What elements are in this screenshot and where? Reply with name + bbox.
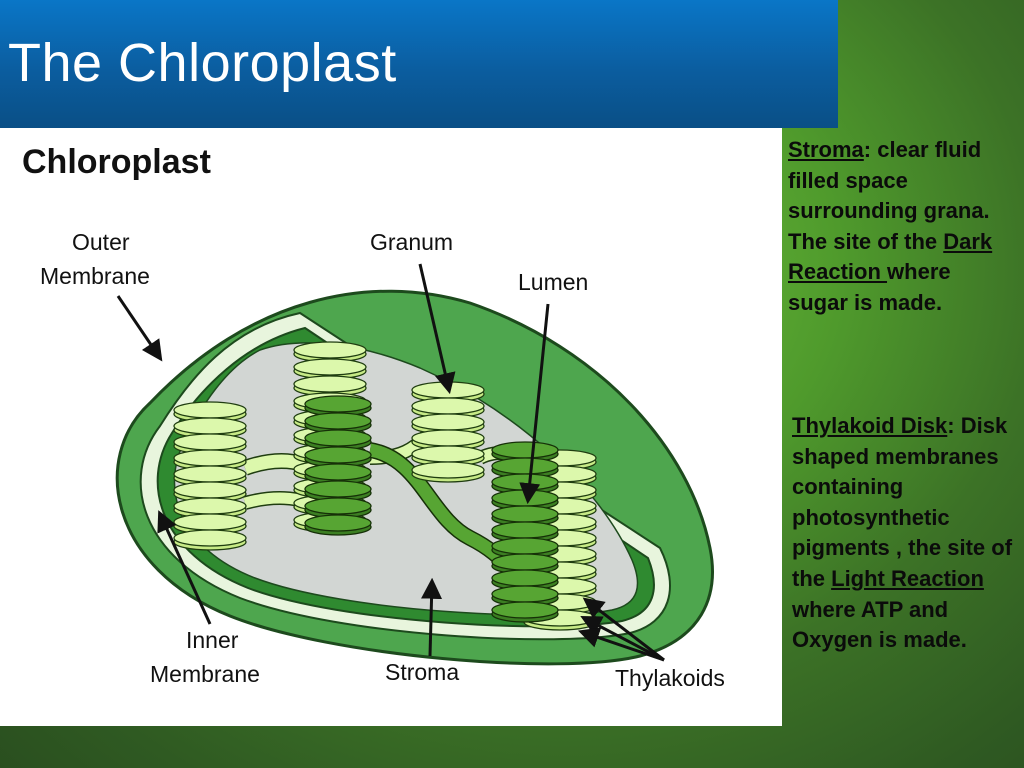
- arrow-granum: [418, 263, 456, 395]
- arrow-outer-membrane: [116, 295, 163, 362]
- label-inner-membrane-2: Membrane: [150, 661, 260, 687]
- granum-left: [173, 401, 247, 551]
- arrow-lumen: [519, 303, 550, 505]
- arrow-stroma: [421, 577, 443, 657]
- thylakoid-disk: [173, 529, 247, 551]
- thylakoid-disk: [491, 601, 559, 623]
- label-outer-membrane-1: Outer: [72, 229, 130, 255]
- stroma-term: Stroma: [788, 137, 864, 162]
- dark-reaction-term: Dark Reaction: [788, 228, 993, 285]
- slide-title-bar: The Chloroplast: [0, 0, 838, 128]
- arrow-thylakoid-1: [582, 597, 665, 662]
- diagram-title: Chloroplast: [22, 143, 211, 181]
- thylakoid-text-1: : Disk shaped membranes containing photo…: [792, 413, 1013, 591]
- light-reaction-term: Light Reaction: [831, 565, 984, 591]
- chloroplast-diagram: Chloroplast Outer Membrane Granum Lumen …: [0, 128, 782, 726]
- thylakoid-term: Thylakoid Disk: [792, 413, 948, 438]
- granum-upper: [411, 381, 485, 483]
- label-lumen: Lumen: [518, 269, 588, 295]
- granum-right: [491, 441, 597, 631]
- granum-middle: [293, 341, 372, 536]
- thylakoid-disk: [411, 461, 485, 483]
- label-granum: Granum: [370, 229, 453, 255]
- label-outer-membrane-2: Membrane: [40, 263, 150, 289]
- label-stroma: Stroma: [385, 659, 459, 685]
- slide-title: The Chloroplast: [8, 33, 397, 93]
- arrow-thylakoid-3: [578, 627, 665, 662]
- stroma-text-2: where sugar is made.: [788, 259, 951, 315]
- arrow-thylakoid-2: [580, 616, 665, 662]
- label-inner-membrane-1: Inner: [186, 627, 239, 653]
- thylakoid-disk: [304, 514, 372, 536]
- thylakoid-description: Thylakoid Disk: Disk shaped membranes co…: [792, 411, 1017, 656]
- thylakoid-text-2: where ATP and Oxygen is made.: [792, 596, 967, 653]
- stroma-description: Stroma: clear fluid filled space surroun…: [788, 135, 1013, 319]
- arrow-inner-membrane: [157, 510, 212, 625]
- stroma-text-1: : clear fluid filled space surrounding g…: [788, 137, 990, 254]
- label-thylakoids: Thylakoids: [615, 665, 725, 691]
- chloroplast-figure: Chloroplast Outer Membrane Granum Lumen …: [22, 143, 725, 691]
